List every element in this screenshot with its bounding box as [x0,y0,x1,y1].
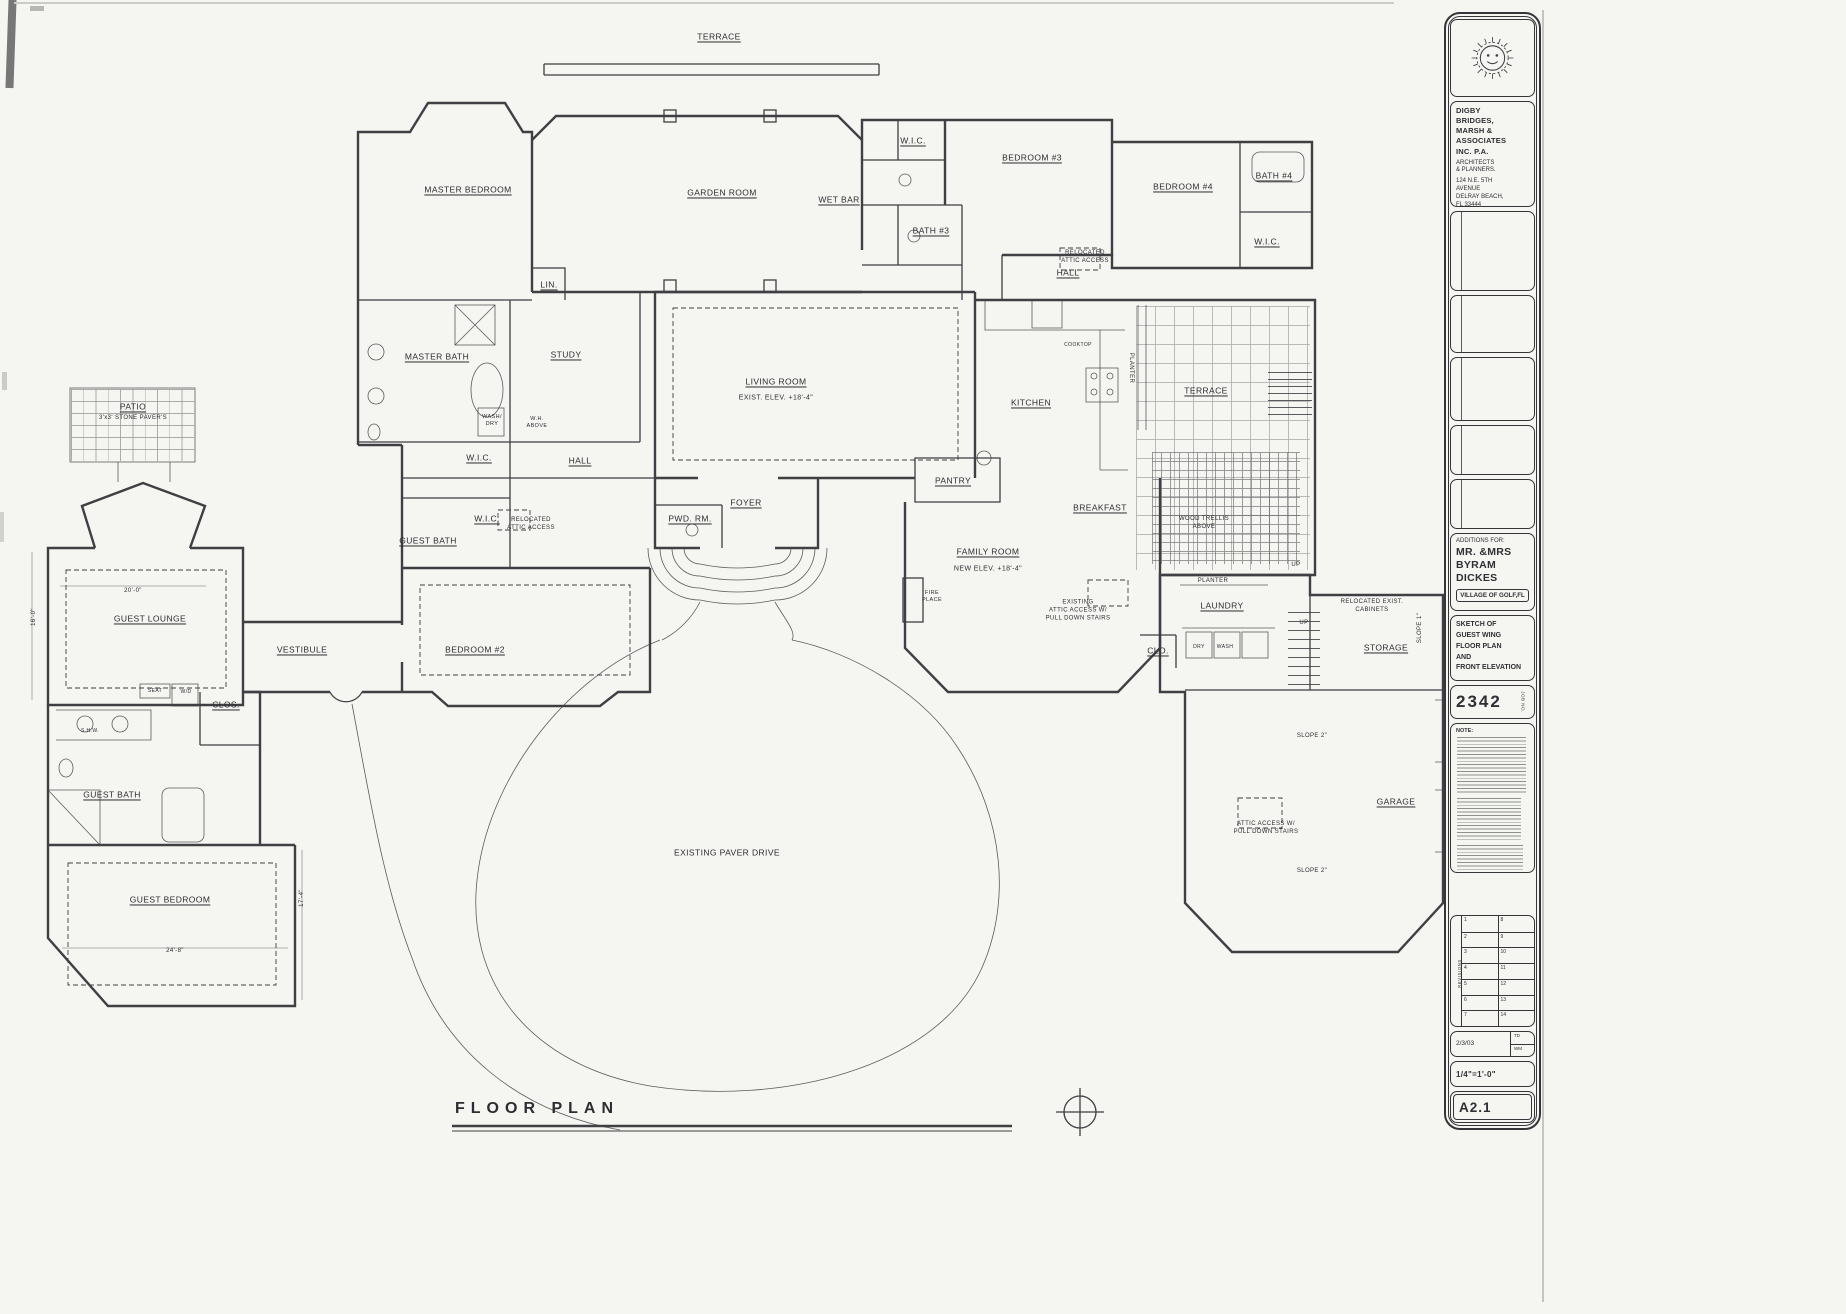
fine-print-text [1457,737,1526,795]
floor-plan-title: FLOOR PLAN [455,1100,619,1117]
revision-note-box [1450,357,1535,421]
scale-box: 1/4"=1'-0" [1450,1061,1535,1087]
revision-cell: 14 [1497,1010,1534,1026]
dimension-lines [31,552,303,1000]
ceiling-dashed-outlines [65,247,1283,986]
exterior-walls [46,63,1445,1008]
revision-cell: 2 [1461,931,1498,948]
drawing-scale: 1/4"=1'-0" [1456,1069,1496,1079]
entry-stairs [647,547,828,605]
revision-cell: 12 [1497,978,1534,995]
revision-cell: 5 [1461,978,1498,995]
north-indicator [1056,1088,1104,1136]
revision-cell: 11 [1497,963,1534,979]
driveway [351,601,1000,1131]
general-notes-box: NOTE: [1450,723,1535,873]
fine-print-text [1457,798,1522,842]
fixtures [47,151,1443,853]
revision-cell: 13 [1497,994,1534,1011]
revision-cell: 10 [1497,947,1534,964]
job-number-label: JOB NO. [1520,691,1526,713]
fine-print-text [1457,845,1524,871]
revision-note-box [1450,295,1535,353]
revision-cell: 8 [1497,916,1535,932]
revision-note-box [1450,479,1535,529]
revision-cell: 7 [1461,1010,1498,1026]
revision-cell: 9 [1497,931,1534,948]
issue-date: 2/3/03 [1456,1040,1475,1047]
columns [663,109,777,293]
revision-cell: 6 [1461,994,1498,1011]
revision-cell: 1 [1461,916,1498,932]
job-number-box: 2342 JOB NO. [1450,685,1535,719]
title-block-frame [1444,12,1541,1130]
revision-cell: 3 [1461,947,1498,964]
revision-cell: 4 [1461,963,1498,979]
date-box: 2/3/03 TD WM [1450,1031,1535,1057]
additions-for-label: ADDITIONS FOR: [1456,538,1505,544]
note-label: NOTE: [1456,728,1474,734]
checked-by-initials: WM [1511,1043,1534,1057]
sheet-number-box: A2.1 [1450,1091,1535,1123]
sun-logo-icon [1471,37,1514,79]
firm-role: ARCHITECTS& PLANNERS. [1456,159,1496,174]
title-underline [452,1124,1012,1132]
project-location: VILLAGE OF GOLF,FL [1456,589,1529,603]
sheet-number: A2.1 [1459,1099,1492,1115]
firm-logo [1450,19,1535,97]
interior-walls [199,120,1443,746]
drawn-by-initials: TD [1514,1033,1520,1038]
revision-note-box [1450,425,1535,475]
job-number: 2342 [1456,692,1502,711]
revision-note-box [1450,211,1535,291]
initials-box: TD WM [1510,1032,1534,1056]
